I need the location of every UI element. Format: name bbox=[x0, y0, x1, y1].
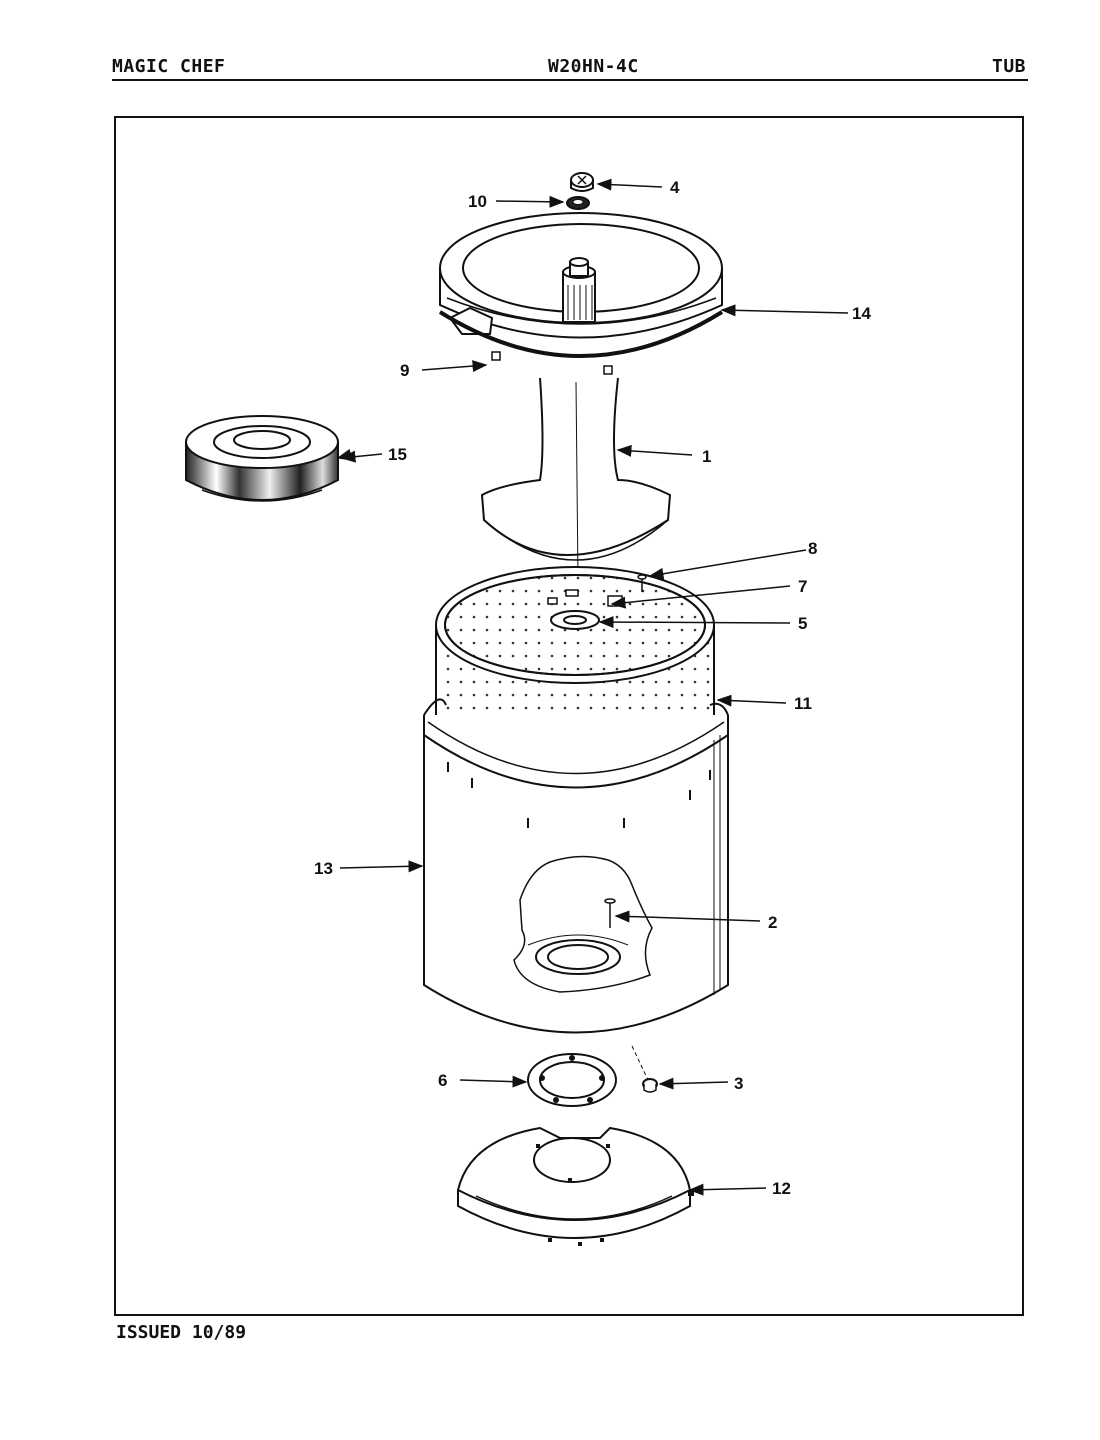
part-6-flange bbox=[527, 1053, 617, 1107]
callout-3: 3 bbox=[734, 1074, 743, 1093]
callout-2: 2 bbox=[768, 913, 777, 932]
part-10-washer bbox=[566, 196, 590, 210]
diagram-frame bbox=[114, 116, 1024, 1316]
callout-15: 15 bbox=[388, 445, 407, 464]
part-12-base-plate bbox=[456, 1126, 694, 1246]
callout-7: 7 bbox=[798, 577, 807, 596]
callout-6: 6 bbox=[438, 1071, 447, 1090]
header-rule bbox=[112, 79, 1028, 81]
section-title: TUB bbox=[992, 56, 1027, 77]
part-3-bolt bbox=[631, 1045, 658, 1093]
callout-8: 8 bbox=[808, 539, 817, 558]
callout-9: 9 bbox=[400, 361, 409, 380]
callout-4: 4 bbox=[670, 178, 680, 197]
model-number: W20HN-4C bbox=[548, 56, 639, 77]
part-13-outer-tub bbox=[423, 698, 729, 1034]
part-4-nut bbox=[570, 172, 594, 192]
issued-date: ISSUED 10/89 bbox=[116, 1322, 247, 1343]
callout-1: 1 bbox=[702, 447, 711, 466]
callout-10: 10 bbox=[468, 192, 487, 211]
part-9-gasket bbox=[438, 310, 724, 375]
brand-name: MAGIC CHEF bbox=[112, 56, 226, 77]
callout-13: 13 bbox=[314, 859, 333, 878]
callout-5: 5 bbox=[798, 614, 807, 633]
callout-12: 12 bbox=[772, 1179, 791, 1198]
part-1-agitator-hub bbox=[480, 257, 672, 581]
part-15-agitator-cap bbox=[185, 415, 339, 502]
callout-14: 14 bbox=[852, 304, 871, 323]
callout-11: 11 bbox=[794, 694, 812, 713]
leader-lines bbox=[336, 178, 849, 1196]
